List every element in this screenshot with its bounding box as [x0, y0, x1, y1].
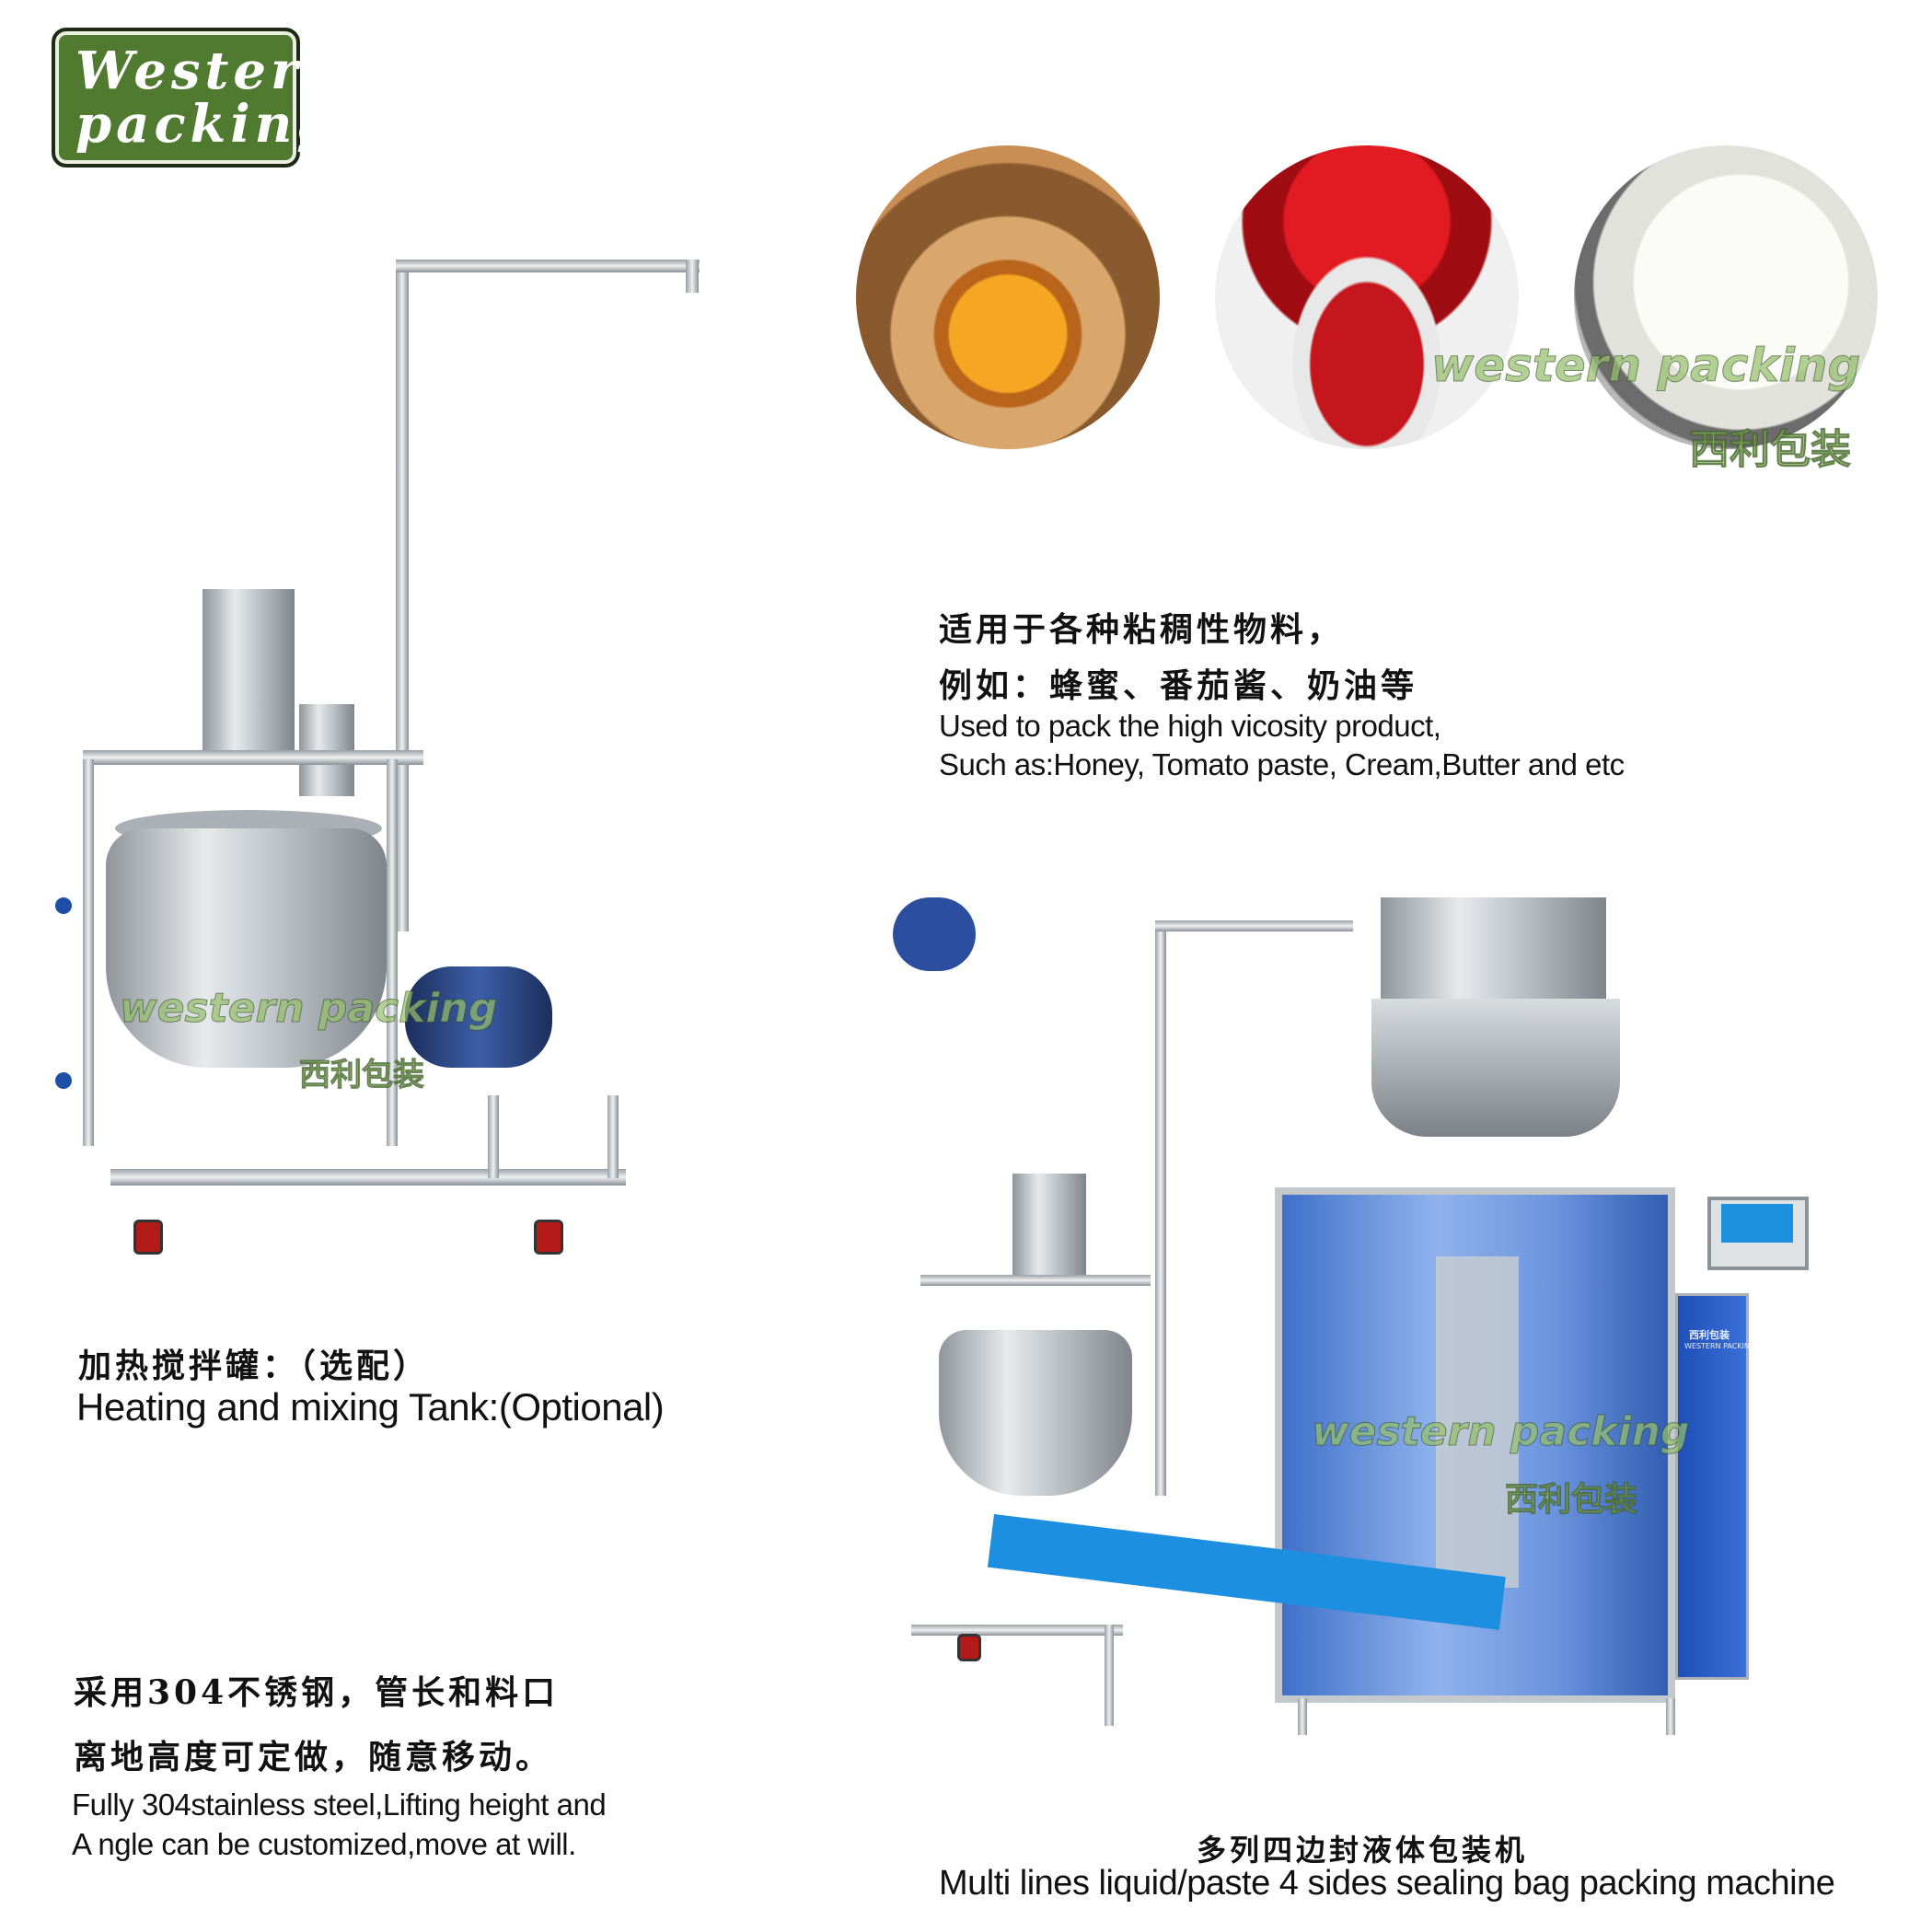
watermark-machine-cn: 西利包装 — [1504, 1481, 1638, 1520]
packing-machine-illustration — [893, 897, 1822, 1744]
logo-line-1: Western — [75, 40, 345, 101]
panel-brand-en: WESTERN PACKING — [1684, 1342, 1756, 1350]
honey-image — [856, 145, 1160, 449]
material-cn-line-2: 离地高度可定做，随意移动。 — [74, 1738, 553, 1776]
watermark-machine: western packing — [1311, 1408, 1690, 1456]
watermark-tank: western packing — [119, 985, 498, 1033]
cream-image — [1574, 145, 1878, 449]
mixing-tank-illustration — [55, 249, 718, 1270]
company-logo: Western packing — [52, 28, 345, 168]
watermark-tank-cn: 西利包装 — [299, 1057, 425, 1094]
application-cn-line-2: 例如：蜂蜜、番茄酱、奶油等 — [939, 666, 1418, 705]
application-cn-line-1: 适用于各种粘稠性物料， — [939, 610, 1345, 649]
logo-line-2: packing — [75, 94, 338, 155]
watermark-top: western packing — [1430, 339, 1861, 393]
application-en-line-2: Such as:Honey, Tomato paste, Cream,Butte… — [939, 747, 1625, 781]
material-cn-line-1: 采用304不锈钢，管长和料口 — [74, 1673, 560, 1712]
material-en-line-2: A ngle can be customized,move at will. — [72, 1827, 576, 1861]
machine-caption-en: Multi lines liquid/paste 4 sides sealing… — [939, 1864, 1835, 1903]
tank-caption-cn: 加热搅拌罐：（选配） — [78, 1347, 431, 1385]
machine-caption-cn: 多列四边封液体包装机 — [1197, 1833, 1529, 1868]
material-en-line-1: Fully 304stainless steel,Lifting height … — [72, 1787, 607, 1822]
watermark-top-cn: 西利包装 — [1689, 426, 1852, 474]
panel-brand-cn: 西利包装 — [1689, 1329, 1730, 1341]
application-en-line-1: Used to pack the high vicosity product, — [939, 709, 1441, 743]
tank-caption-en: Heating and mixing Tank:(Optional) — [76, 1385, 665, 1429]
tomato-paste-image — [1215, 145, 1519, 449]
